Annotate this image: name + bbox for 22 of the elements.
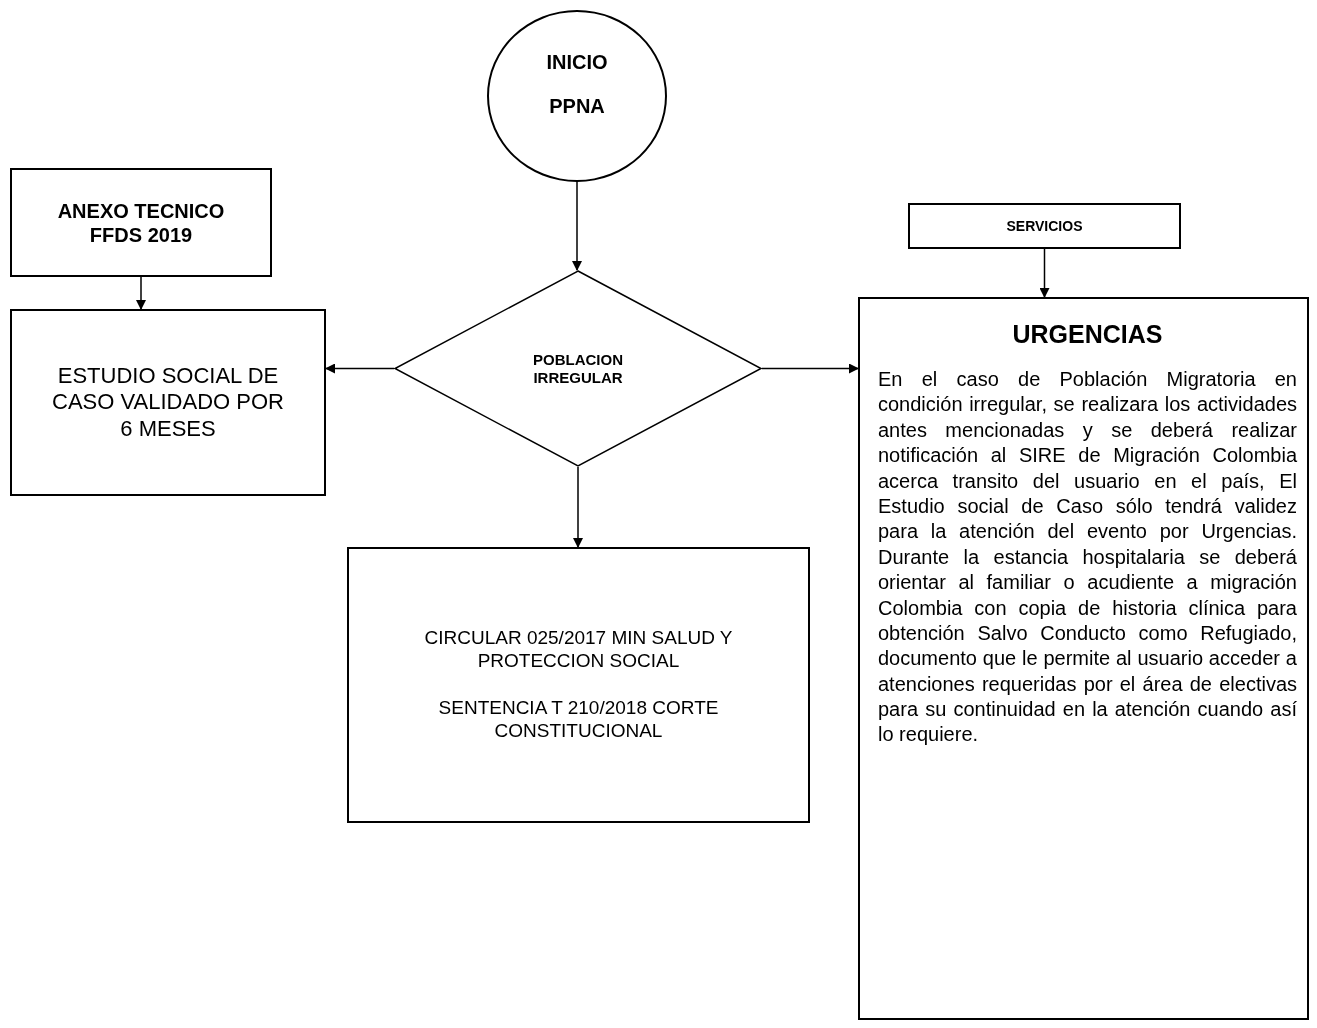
box-label: CIRCULAR 025/2017 MIN SALUD Y PROTECCION SOCIAL (423, 627, 734, 673)
process-box (10, 168, 272, 277)
box-heading: URGENCIAS (1011, 319, 1164, 349)
arrow (573, 466, 583, 548)
process-box (858, 297, 1309, 1020)
box-label: ANEXO TECNICO FFDS 2019 (56, 198, 226, 247)
process-box (347, 547, 810, 823)
box-label: ESTUDIO SOCIAL DE CASO VALIDADO POR 6 MESES (51, 362, 285, 443)
arrow (136, 276, 146, 310)
process-box (10, 309, 326, 496)
circle-label: INICIO (545, 50, 609, 74)
arrow (1039, 248, 1050, 298)
decision-diamond (394, 270, 762, 467)
arrow (572, 181, 582, 271)
box-label: SENTENCIA T 210/2018 CORTE CONSTITUCIONAL (437, 697, 720, 743)
process-box (908, 203, 1181, 249)
description-text: En el caso de Población Migratoria en condición irregular, se realizara los actividades antes mencionadas y se deberá realizar notificación al SIRE de Migración Colombia acerca transito del usuario en el país, El Estudio social de Caso sólo tendrá validez para la atención del evento por Urgencias. Durante la estancia hospitalaria se deberá orientar al familiar o acudiente a migración Colombia con copia de historia clínica para obtención Salvo Conducto como Refugiado, documento que le permite al usuario acceder a atenciones requeridas por el área de electivas para su continuidad en la atención cuando así lo requiere. (878, 367, 1297, 748)
arrow (761, 363, 859, 374)
circle-label: PPNA (548, 94, 606, 118)
arrow (325, 363, 395, 374)
decision-label: POBLACION IRREGULAR (532, 350, 624, 387)
box-label: SERVICIOS (1005, 217, 1084, 235)
